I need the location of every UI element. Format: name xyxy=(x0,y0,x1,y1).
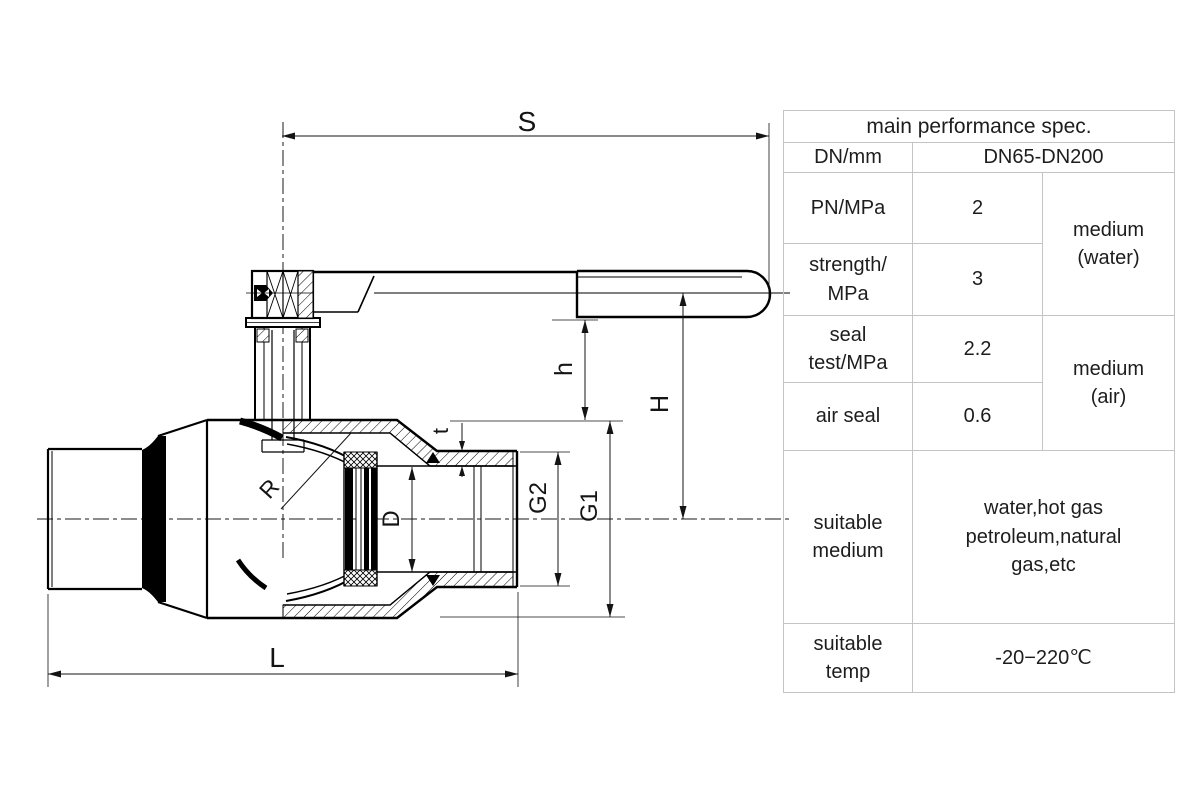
dim-label-l: L xyxy=(269,642,285,673)
dim-label-t: t xyxy=(428,428,453,434)
dim-h-arrow-top xyxy=(581,320,589,333)
spec-cell-medium-water: medium (water) xyxy=(1041,172,1176,316)
spec-cell-airseal-value: 0.6 xyxy=(912,382,1043,451)
bore-lines xyxy=(377,465,513,573)
spec-cell-dn-value: DN65-DN200 xyxy=(911,142,1176,173)
dim-r-leader xyxy=(280,432,352,510)
spec-cell-sealtest-value: 2.2 xyxy=(912,315,1043,383)
dim-hbig-arrow-bottom xyxy=(679,506,687,519)
stem-housing-outer xyxy=(254,327,311,420)
weld-mark-bottom xyxy=(426,575,440,586)
seat-ring-bar3 xyxy=(371,468,377,570)
spec-cell-pn-label: PN/MPa xyxy=(783,172,913,244)
dim-d-arrow-top xyxy=(408,467,416,480)
dim-label-h: h xyxy=(550,362,578,376)
spec-cell-medium-value: water,hot gas petroleum,natural gas,etc xyxy=(911,450,1176,624)
spec-cell-strength-value: 3 xyxy=(912,243,1043,316)
table-row: DN/mm DN65-DN200 xyxy=(783,142,1176,173)
dim-hbig-arrow-top xyxy=(679,293,687,306)
seat-edges xyxy=(343,452,378,586)
dim-label-r: R xyxy=(254,474,284,504)
spec-cell-medium-air: medium (air) xyxy=(1041,315,1176,451)
bore-sleeve-joint xyxy=(473,466,482,572)
dim-g1-ext xyxy=(440,420,625,618)
dim-h-arrow-bottom xyxy=(581,407,589,420)
dim-s-arrow-right xyxy=(756,132,769,140)
spec-cell-temp-label: suitable temp xyxy=(783,623,913,693)
spec-table: main performance spec. DN/mm DN65-DN200 … xyxy=(782,110,1176,693)
dim-g2-arrow-top xyxy=(554,452,562,465)
dim-d-arrow-bottom xyxy=(408,559,416,572)
spec-table-title: main performance spec. xyxy=(782,110,1176,143)
dim-label-g2: G2 xyxy=(525,482,552,514)
hub-hatch-right xyxy=(297,270,314,319)
dim-g2-arrow-bottom xyxy=(554,573,562,586)
seat-corner-bottom xyxy=(343,569,378,587)
dim-t-arrow-top xyxy=(459,441,465,451)
dim-l-arrow-left xyxy=(48,670,61,678)
spec-cell-airseal-label: air seal xyxy=(783,382,913,451)
handle xyxy=(313,269,790,319)
section-outer-outline xyxy=(283,418,517,620)
handle-bar-bottom xyxy=(313,275,375,313)
handle-grip xyxy=(575,269,772,319)
dimension-labels: S L h H t G2 G1 D R xyxy=(254,106,674,673)
table-row: PN/MPa 2 medium (water) xyxy=(783,172,1176,316)
spec-cell-pn-value: 2 xyxy=(912,172,1043,244)
spec-cell-medium-label: suitable medium xyxy=(783,450,913,624)
spec-cell-sealtest-label: seal test/MPa xyxy=(783,315,913,383)
spec-cell-temp-value: -20−220℃ xyxy=(911,623,1176,693)
dim-g1-arrow-bottom xyxy=(606,604,614,617)
weld-mark-top xyxy=(426,452,440,463)
stem-weld-fillet xyxy=(239,417,284,442)
seat-ring-bar1 xyxy=(345,468,353,570)
dim-label-d: D xyxy=(378,510,405,527)
dim-label-s: S xyxy=(518,106,537,137)
table-row: suitable temp -20−220℃ xyxy=(783,623,1176,693)
dim-g1-arrow-top xyxy=(606,421,614,434)
dim-s-arrow-left xyxy=(282,132,295,140)
dim-g2-ext xyxy=(520,451,570,587)
dimension-annotations xyxy=(47,123,770,687)
body-wall-hatch-bottom xyxy=(282,571,514,619)
gland-right xyxy=(295,328,309,343)
dim-l-arrow-right xyxy=(505,670,518,678)
stem-assembly xyxy=(245,269,321,453)
valve-body xyxy=(46,418,519,620)
spec-cell-strength-label: strength/ MPa xyxy=(783,243,913,316)
seat-corner-top xyxy=(343,451,378,469)
spec-cell-dn-label: DN/mm xyxy=(783,142,913,173)
seat-ring-gap xyxy=(355,467,362,571)
table-row: seal test/MPa 2.2 medium (air) xyxy=(783,315,1176,451)
table-row: suitable medium water,hot gas petroleum,… xyxy=(783,450,1176,624)
dim-label-hbig: H xyxy=(646,395,674,413)
body-wall-hatch-top xyxy=(282,419,514,467)
seat-ring-bar2 xyxy=(364,468,369,570)
dim-l-ext xyxy=(47,592,519,687)
table-row: air seal 0.6 xyxy=(783,382,1175,451)
stem-rod xyxy=(261,330,305,453)
gland-left xyxy=(256,328,270,343)
dim-t-arrow-bottom xyxy=(459,466,465,476)
left-cone xyxy=(157,418,209,620)
left-weld-band xyxy=(142,436,166,602)
hub-cross-bracing xyxy=(266,270,299,319)
dim-label-g1: G1 xyxy=(576,490,603,522)
ball-and-seat xyxy=(235,417,378,602)
table-row: strength/ MPa 3 xyxy=(783,243,1175,316)
ball-silhouette-lower-left xyxy=(235,558,268,591)
left-pipe-outline xyxy=(46,447,142,591)
